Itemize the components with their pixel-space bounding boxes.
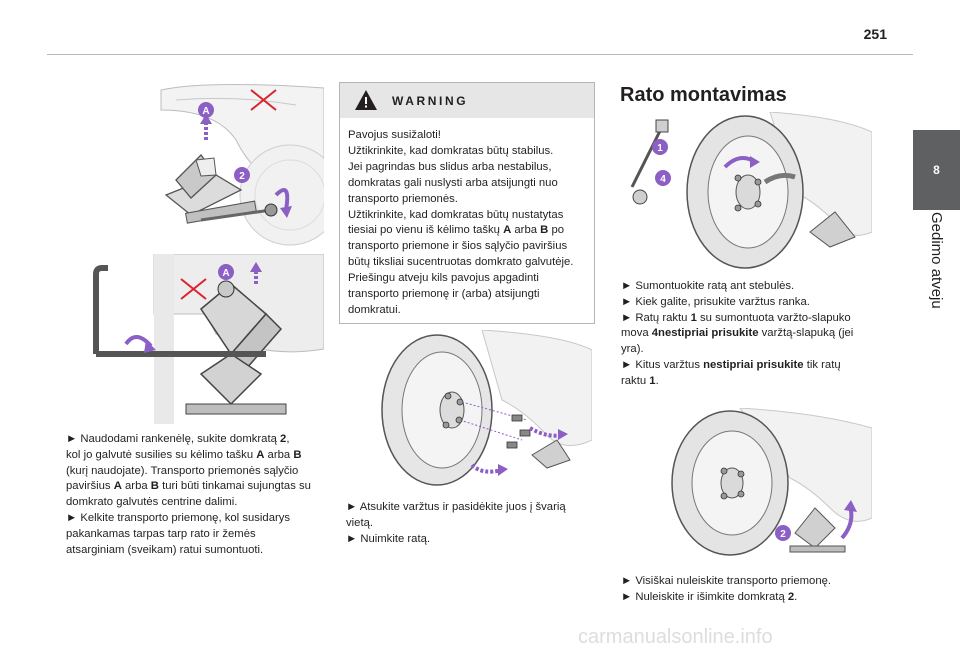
- header-rule: [47, 54, 913, 55]
- col1-t1-tail: (kurį naudojate). Transporto priemonės s…: [66, 464, 299, 493]
- col3-b3-tail: varžtą-slapuką (jei yra).: [621, 327, 854, 356]
- col3-b4-a: ► Kitus varžtus: [621, 358, 704, 371]
- col3-instructions-1: ► Sumontuokite ratą ant stebulės. ► Kiek…: [621, 279, 877, 390]
- chapter-label-text: Gedimo atveju: [928, 212, 945, 309]
- jack-detail-figure: A: [66, 254, 324, 424]
- chapter-label: Gedimo atveju: [913, 212, 960, 422]
- callout-a-bottom: A: [222, 268, 229, 279]
- watermark: carmanualsonline.info: [578, 626, 773, 648]
- col3-b3-m: su sumontuota varžto-slapuko mova: [621, 311, 851, 340]
- col3-b6-b: 2: [787, 590, 795, 603]
- warning-m: arba: [511, 224, 541, 237]
- col2-t1: ► Atsukite varžtus ir pasidėkite juos į …: [346, 501, 566, 529]
- callout-2-col3: 2: [780, 529, 786, 540]
- col2-t2: ► Nuimkite ratą.: [346, 532, 431, 545]
- col1-t1-m1: , kol jo galvutė susilies su kėlimo tašk…: [66, 433, 290, 461]
- warning-body: Pavojus susižaloti! Užtikrinkite, kad do…: [348, 128, 588, 319]
- col1-t1-m2: arba: [264, 448, 294, 461]
- warning-box: WARNING Pavojus susižaloti! Užtikrinkite…: [339, 82, 595, 324]
- section-heading: Rato montavimas: [620, 84, 787, 106]
- col3-b3-a: ► Ratų raktu: [621, 311, 691, 324]
- col3-b6-a: ► Nuleiskite ir išimkite domkratą: [621, 590, 788, 603]
- warning-b1: A: [503, 224, 512, 237]
- col3-b4-m: tik ratų raktu: [621, 358, 841, 387]
- col1-t1-b2: A: [256, 448, 265, 461]
- col1-t2-m1: arba: [121, 480, 151, 493]
- col1-t1-b1: 2: [280, 433, 287, 445]
- col3-b4-b: nestipriai prisukite: [703, 358, 804, 371]
- col3-b5: ► Visiškai nuleiskite transporto priemon…: [621, 575, 832, 587]
- lowering-figure: 2: [620, 408, 872, 558]
- warning-b2: B: [540, 224, 549, 237]
- col1-t2-b2: B: [150, 480, 159, 493]
- col1-t2-tail: turi būti tinkamai sujungtas su domkrato…: [66, 480, 311, 509]
- chapter-number: 8: [933, 163, 940, 177]
- col3-b1: ► Sumontuokite ratą ant stebulės.: [621, 280, 795, 292]
- col3-b3-b2: 4nestipriai prisukite: [651, 327, 759, 340]
- warning-icon: [355, 90, 377, 110]
- col3-b3-b1: 1: [690, 311, 697, 324]
- warning-tail: po transporto priemone ir šios sąlyčio p…: [348, 224, 574, 316]
- col3-b6-tail: .: [794, 590, 798, 603]
- callout-1: 1: [657, 143, 663, 154]
- col1-instructions: ► Naudodami rankenėlę, sukite domkratą 2…: [66, 432, 328, 558]
- warning-header: [340, 83, 594, 118]
- wheel-mount-figure: 1 4: [620, 112, 872, 272]
- chapter-tab: [913, 130, 960, 210]
- callout-a-top: A: [202, 106, 209, 117]
- col2-instructions: ► Atsukite varžtus ir pasidėkite juos į …: [346, 500, 596, 547]
- col1-t3: ► Kelkite transporto priemonę, kol susid…: [66, 511, 291, 556]
- callout-2-top: 2: [239, 171, 245, 182]
- jack-lift-figure: A 2: [66, 80, 324, 250]
- col3-instructions-2: ► Visiškai nuleiskite transporto priemon…: [621, 574, 877, 606]
- page-number: 251: [863, 26, 887, 42]
- col1-t1-b3: B: [293, 448, 302, 461]
- warning-p1: Pavojus susižaloti! Užtikrinkite, kad do…: [348, 129, 564, 237]
- warning-title: WARNING: [392, 94, 469, 108]
- col1-t2-b1: A: [113, 480, 122, 493]
- col3-b2: ► Kiek galite, prisukite varžtus ranka.: [621, 295, 810, 308]
- wheel-removal-figure: [342, 330, 592, 490]
- col1-t1-lead: ► Naudodami rankenėlę, sukite domkratą: [66, 433, 281, 445]
- callout-4: 4: [660, 174, 666, 185]
- col3-b4-tail: .: [655, 374, 659, 387]
- col3-b4-b2: 1: [649, 374, 656, 387]
